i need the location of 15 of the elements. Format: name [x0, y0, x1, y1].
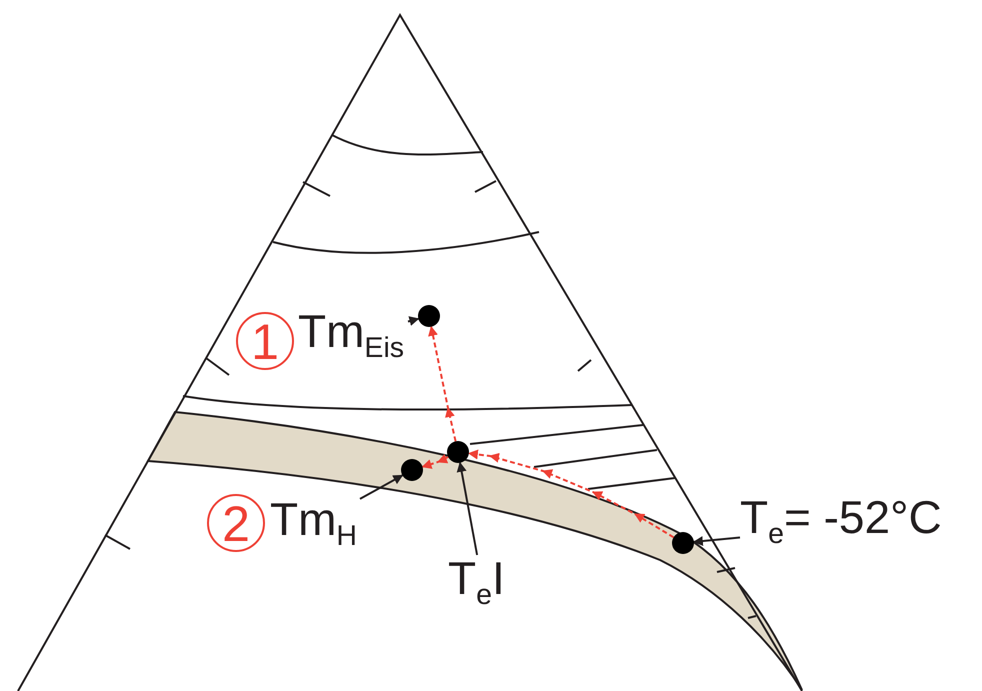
circled-number: 2 [207, 494, 265, 552]
dashed-arrow [422, 454, 449, 469]
leader-line [408, 316, 420, 326]
point-label: T$_{e}$= -52°C [740, 494, 980, 558]
leader-line [456, 462, 478, 556]
circled-number: 1 [236, 312, 294, 370]
data-point [418, 305, 440, 327]
leader-line [692, 536, 740, 546]
dashed-arrow [428, 326, 457, 442]
point-label: Tm$_{H}$ [270, 496, 360, 552]
dashed-arrow [468, 450, 674, 538]
point-label: T$_{e}$I [448, 555, 518, 619]
data-point [447, 441, 469, 463]
leader-line [360, 474, 404, 500]
point-label: Tm$_{Eis}$ [298, 308, 408, 364]
